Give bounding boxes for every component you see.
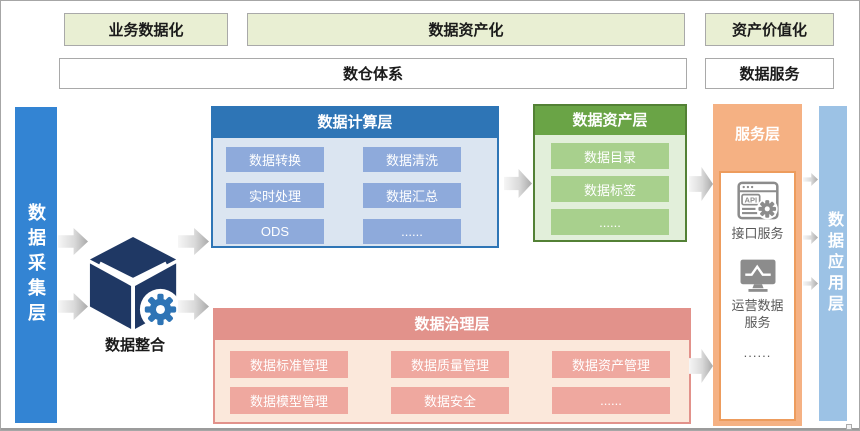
compute-item: 实时处理 <box>226 183 324 208</box>
arrow-asset-to-service <box>689 167 713 201</box>
compute-layer-title: 数据计算层 <box>213 108 497 138</box>
compute-layer-box: 数据计算层 数据转换 数据清洗 实时处理 数据汇总 ODS ...... <box>211 106 499 248</box>
governance-item: 数据资产管理 <box>552 351 670 378</box>
integration-label: 数据整合 <box>104 337 165 354</box>
compute-item: 数据清洗 <box>363 147 461 172</box>
api-icon-text: API <box>744 196 757 205</box>
interface-service-label: 接口服务 <box>731 226 784 241</box>
asset-layer-title: 数据资产层 <box>535 106 685 135</box>
asset-item: ...... <box>551 209 669 235</box>
arrow-collection-to-integration-bottom <box>58 293 88 320</box>
arrow-service-to-application-2 <box>803 231 818 244</box>
governance-item: ...... <box>552 387 670 414</box>
data-integration: 数据整合 <box>85 235 185 355</box>
cube-open-rim <box>98 261 168 283</box>
gear-icon <box>144 293 177 326</box>
arrow-governance-to-service <box>689 349 713 383</box>
asset-layer-box: 数据资产层 数据目录 数据标签 ...... <box>533 104 687 242</box>
resize-handle <box>846 424 852 430</box>
compute-item: ODS <box>226 219 324 244</box>
compute-item: ...... <box>363 219 461 244</box>
stage-asset-valuation: 资产价值化 <box>705 13 834 46</box>
cube-gear-icon <box>89 236 182 331</box>
stage-data-assetization-label: 数据资产化 <box>428 22 504 39</box>
compute-item: 数据汇总 <box>363 183 461 208</box>
data-service-box: 数据服务 <box>705 58 834 89</box>
governance-item: 数据安全 <box>391 387 509 414</box>
governance-item: 数据质量管理 <box>391 351 509 378</box>
stage-asset-valuation-label: 资产价值化 <box>731 22 807 39</box>
data-service-label: 数据服务 <box>739 66 800 83</box>
asset-item: 数据标签 <box>551 176 669 202</box>
arrow-service-to-application-3 <box>803 277 818 290</box>
service-layer-title: 服务层 <box>734 126 780 143</box>
asset-item: 数据目录 <box>551 143 669 169</box>
stage-business-datafication-label: 业务数据化 <box>108 22 184 39</box>
arrow-compute-to-asset <box>504 169 532 198</box>
api-gear <box>757 200 776 218</box>
arrow-collection-to-integration-top <box>58 228 88 255</box>
stage-data-assetization: 数据资产化 <box>247 13 685 46</box>
warehouse-system-box: 数仓体系 <box>59 58 687 89</box>
arrow-service-to-application-1 <box>803 173 818 186</box>
governance-layer-title: 数据治理层 <box>215 310 689 340</box>
stage-business-datafication: 业务数据化 <box>64 13 228 46</box>
service-layer-box: 服务层 API <box>713 104 802 426</box>
service-layer-panel: API 接口服务 运营数据服务 <box>719 171 796 421</box>
service-more-label: ...... <box>743 344 772 360</box>
compute-layer-body: 数据转换 数据清洗 实时处理 数据汇总 ODS ...... <box>213 138 497 244</box>
governance-item: 数据标准管理 <box>230 351 348 378</box>
operations-chart-icon <box>740 259 775 293</box>
application-layer-bar: 数据应用层 <box>819 106 847 421</box>
compute-item: 数据转换 <box>226 147 324 172</box>
application-layer-title: 数据应用层 <box>825 211 842 316</box>
bottom-divider <box>1 428 859 430</box>
warehouse-system-label: 数仓体系 <box>342 66 403 83</box>
governance-item: 数据模型管理 <box>230 387 348 414</box>
collection-layer-bar: 数据采集层 <box>15 107 57 423</box>
api-service-icon: API <box>736 181 779 220</box>
governance-layer-box: 数据治理层 数据标准管理 数据质量管理 数据资产管理 数据模型管理 数据安全 .… <box>213 308 691 424</box>
governance-layer-body: 数据标准管理 数据质量管理 数据资产管理 数据模型管理 数据安全 ...... <box>215 340 689 414</box>
asset-layer-body: 数据目录 数据标签 ...... <box>535 135 685 235</box>
cube-left-face <box>89 263 132 330</box>
collection-layer-title: 数据采集层 <box>26 202 46 328</box>
operation-service-label: 运营数据服务 <box>731 298 784 330</box>
